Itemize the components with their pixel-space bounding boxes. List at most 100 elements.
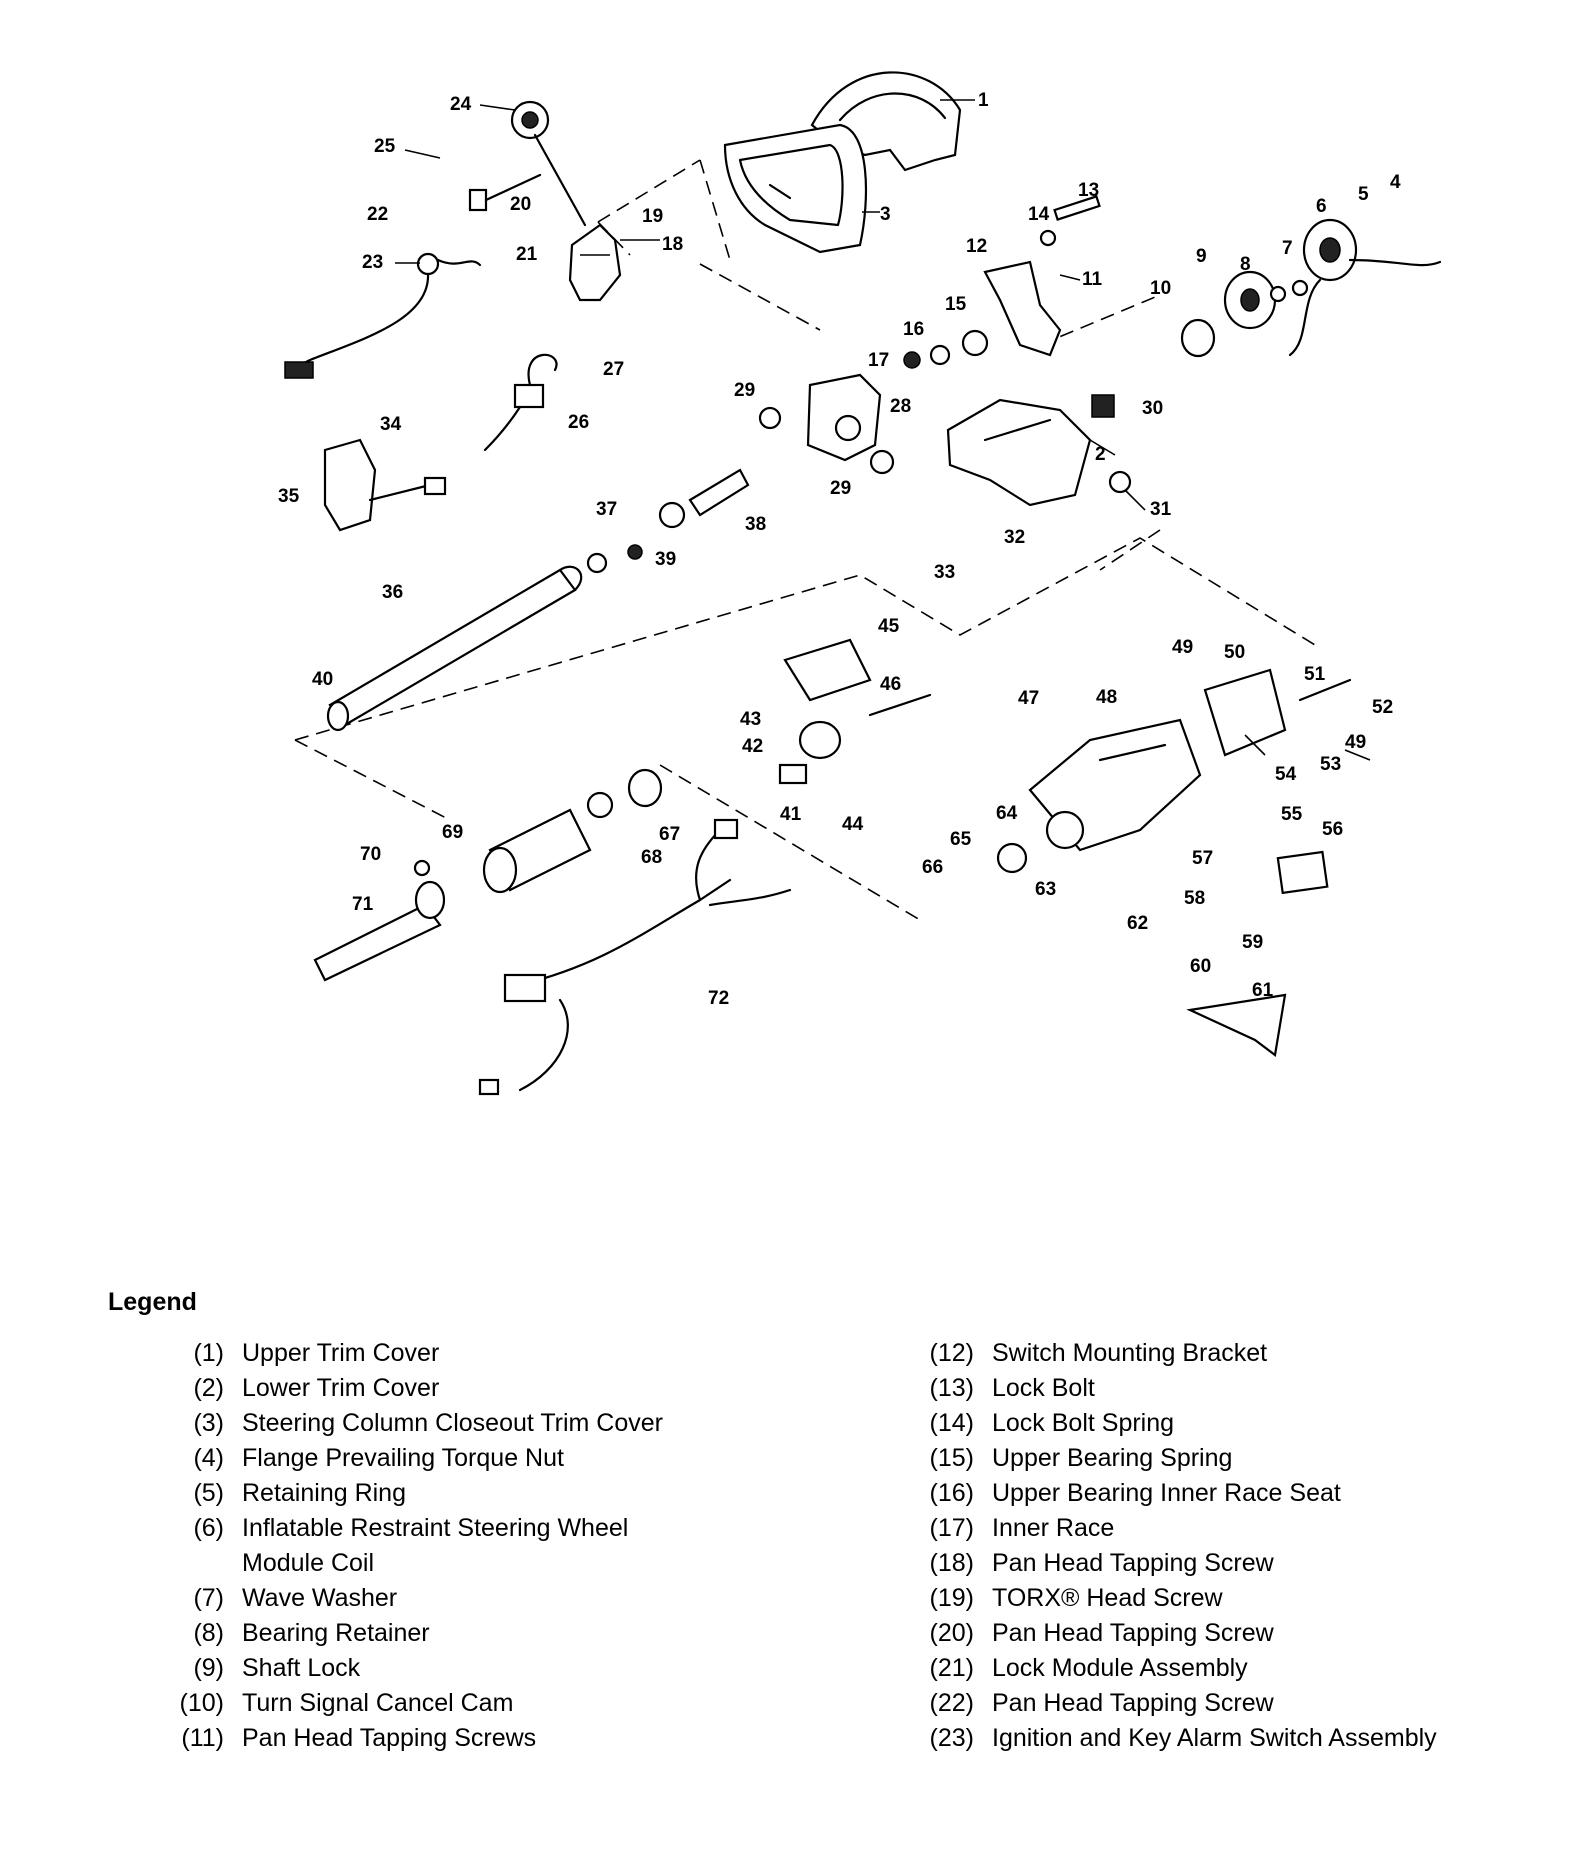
- legend-item: (17) Inner Race: [900, 1511, 1540, 1546]
- legend-item: (5)Retaining Ring: [150, 1476, 870, 1511]
- part-label-40: 40: [312, 669, 333, 690]
- part-label-33: 33: [934, 562, 955, 583]
- part-69-cover: [482, 768, 663, 894]
- part-number-labels: 1234567891011121314151617181920212223242…: [278, 90, 1401, 1009]
- part-label-7: 7: [1282, 238, 1293, 259]
- legend-item-text: Shaft Lock: [242, 1654, 361, 1682]
- legend-title: Legend: [108, 1288, 197, 1316]
- part-label-24: 24: [450, 94, 472, 115]
- part-label-51: 51: [1304, 664, 1326, 685]
- part-label-68: 68: [641, 847, 662, 868]
- legend-item-number: (4): [193, 1444, 224, 1472]
- part-label-22: 22: [367, 204, 388, 225]
- part-label-37: 37: [596, 499, 617, 520]
- part-label-54: 54: [1275, 764, 1297, 785]
- part-label-69: 69: [442, 822, 463, 843]
- part-label-67: 67: [659, 824, 680, 845]
- legend-item: (19)TORX® Head Screw: [900, 1581, 1540, 1616]
- legend-item-number: [150, 1546, 242, 1581]
- part-48-column-housing: [996, 718, 1202, 874]
- legend-item: (22)Pan Head Tapping Screw: [900, 1686, 1540, 1721]
- legend-right-column: (12)Switch Mounting Bracket(13)Lock Bolt…: [900, 1336, 1540, 1756]
- part-label-31: 31: [1150, 499, 1172, 520]
- legend-item-number: (1): [193, 1339, 224, 1367]
- part-label-13: 13: [1078, 180, 1099, 201]
- part-label-64: 64: [996, 803, 1018, 824]
- legend-item: (1)Upper Trim Cover: [150, 1336, 870, 1371]
- legend-item-text: Steering Column Closeout Trim Cover: [242, 1409, 663, 1437]
- part-label-16: 16: [903, 319, 924, 340]
- legend-item-number: (2): [193, 1374, 224, 1402]
- legend-item: (13)Lock Bolt: [900, 1371, 1540, 1406]
- legend-left-column: (1)Upper Trim Cover(2)Lower Trim Cover(3…: [150, 1336, 870, 1756]
- part-50-bracket: [1203, 668, 1352, 757]
- part-label-2: 2: [1095, 444, 1106, 465]
- legend-item: (15) Upper Bearing Spring: [900, 1441, 1540, 1476]
- part-label-30: 30: [1142, 398, 1163, 419]
- parts-6-to-10-coil-stack: [1180, 218, 1442, 358]
- part-label-23: 23: [362, 252, 383, 273]
- legend-item-text: Pan Head Tapping Screw: [992, 1619, 1274, 1647]
- part-label-50: 50: [1224, 642, 1245, 663]
- legend-item-text: Inner Race: [992, 1514, 1115, 1542]
- legend-item-number: (18): [929, 1549, 974, 1577]
- legend-item-text: Bearing Retainer: [242, 1619, 430, 1647]
- legend-item-text: Turn Signal Cancel Cam: [242, 1689, 514, 1717]
- legend-item-number: (5): [193, 1479, 224, 1507]
- legend-item: Module Coil: [150, 1546, 870, 1581]
- legend-item-number: (10): [179, 1689, 224, 1717]
- legend-item-text: Lock Module Assembly: [992, 1654, 1248, 1682]
- legend-item-number: (12): [929, 1339, 974, 1367]
- part-label-56: 56: [1322, 819, 1343, 840]
- part-label-34: 34: [380, 414, 402, 435]
- legend-item-text: Lock Bolt Spring: [992, 1409, 1175, 1437]
- part-label-45: 45: [878, 616, 900, 637]
- part-label-48: 48: [1096, 687, 1117, 708]
- part-label-55: 55: [1281, 804, 1303, 825]
- parts-37-38-39-shaft-joint: [586, 468, 750, 574]
- legend-item: (23)Ignition and Key Alarm Switch Assemb…: [900, 1721, 1540, 1756]
- legend-item-number: (3): [193, 1409, 224, 1437]
- part-label-41: 41: [780, 804, 802, 825]
- legend-item: (18)Pan Head Tapping Screw: [900, 1546, 1540, 1581]
- legend-item-number: (17): [929, 1514, 974, 1542]
- part-label-36: 36: [382, 582, 403, 603]
- part-46-42-tilt-assembly: [778, 638, 932, 785]
- part-label-19: 19: [642, 206, 663, 227]
- legend-item-text: Flange Prevailing Torque Nut: [242, 1444, 564, 1472]
- legend-item-text: Upper Bearing Spring: [992, 1444, 1233, 1472]
- part-21-lock-module-assembly: [468, 100, 622, 302]
- part-72-wiring-harness: [478, 818, 792, 1096]
- part-3-closeout-trim-cover: [723, 123, 868, 254]
- part-2-lower-trim-cover: [946, 394, 1132, 507]
- part-label-72: 72: [708, 988, 729, 1009]
- part-label-20: 20: [510, 194, 531, 215]
- legend-item-number: (11): [181, 1724, 224, 1752]
- leader-lines: [395, 99, 1371, 761]
- part-23-ignition-switch-assembly: [284, 252, 482, 379]
- diagram-artwork: 1234567891011121314151617181920212223242…: [278, 71, 1442, 1096]
- part-label-63: 63: [1035, 879, 1056, 900]
- legend-item-text: Inflatable Restraint Steering Wheel: [242, 1514, 629, 1542]
- part-label-58: 58: [1184, 888, 1205, 909]
- legend-item-number: (16): [929, 1479, 974, 1507]
- legend-item-text: Switch Mounting Bracket: [992, 1339, 1268, 1367]
- dashed-boundaries: [294, 159, 1321, 921]
- part-label-5: 5: [1358, 184, 1369, 205]
- legend-item-number: (21): [929, 1654, 974, 1682]
- legend-item-number: (19): [929, 1584, 974, 1612]
- legend-item-number: (15): [929, 1444, 974, 1472]
- part-label-6: 6: [1316, 196, 1327, 217]
- part-label-71: 71: [352, 894, 374, 915]
- part-label-4: 4: [1390, 172, 1401, 193]
- legend-item: (14)Lock Bolt Spring: [900, 1406, 1540, 1441]
- legend-item-number: (13): [929, 1374, 974, 1402]
- part-label-65: 65: [950, 829, 972, 850]
- legend-item-text: Ignition and Key Alarm Switch Assembly: [992, 1724, 1437, 1752]
- legend-item: (3) Steering Column Closeout Trim Cover: [150, 1406, 870, 1441]
- part-label-57: 57: [1192, 848, 1213, 869]
- part-label-28: 28: [890, 396, 911, 417]
- legend-item-number: (20): [929, 1619, 974, 1647]
- part-label-38: 38: [745, 514, 766, 535]
